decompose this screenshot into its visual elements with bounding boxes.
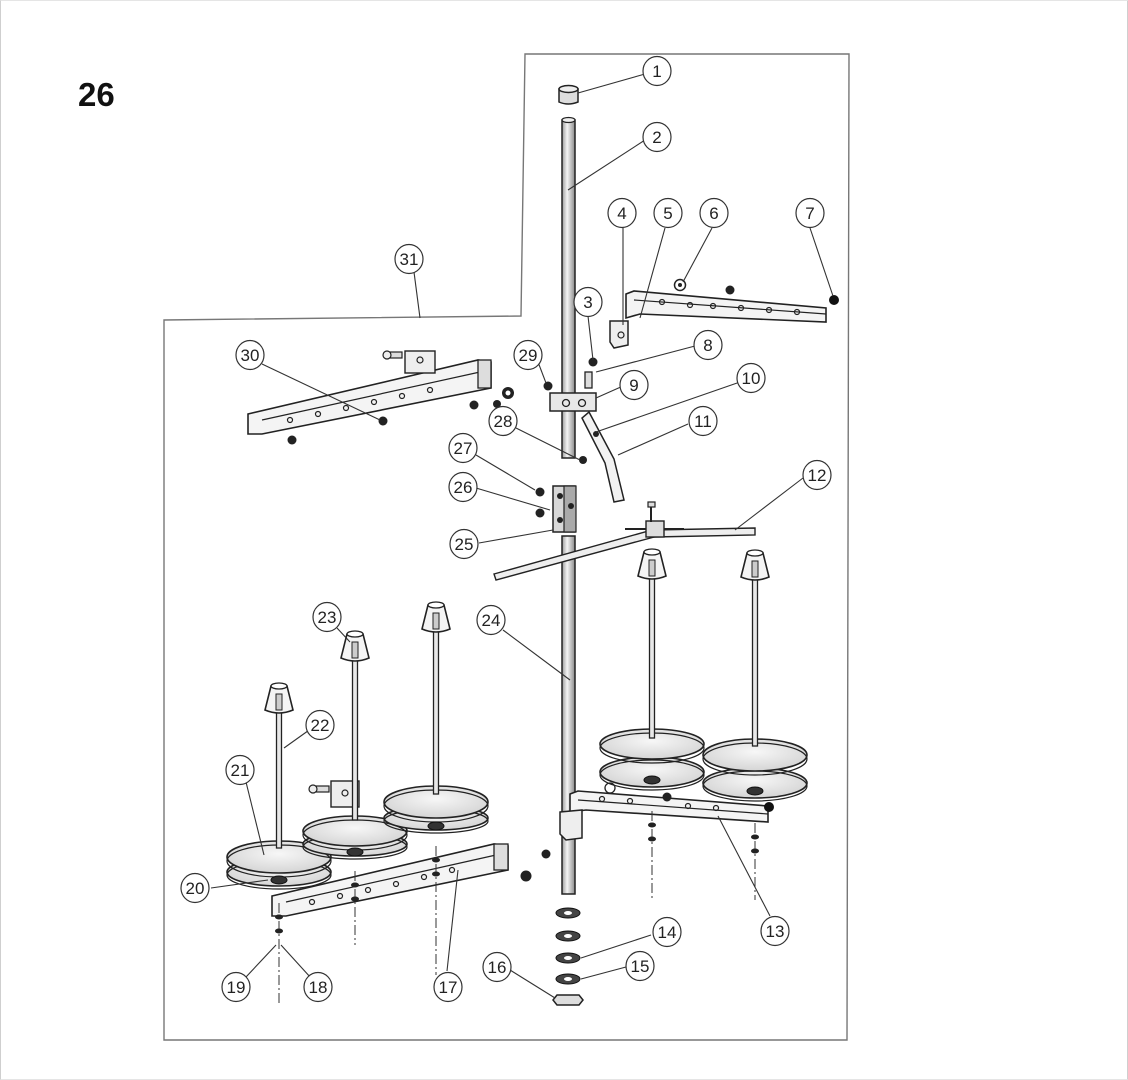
- callout-number: 5: [663, 204, 672, 223]
- callout-24: 24: [476, 604, 506, 636]
- spool-pin: [432, 624, 440, 795]
- callout-17: 17: [433, 971, 463, 1003]
- callout-7: 7: [795, 197, 825, 229]
- callout-20: 20: [180, 872, 210, 904]
- callout-9: 9: [619, 369, 649, 401]
- upper-right-arm: [609, 278, 839, 349]
- lower-right-arm: [559, 782, 774, 841]
- callout-number: 1: [652, 62, 661, 81]
- callout-18: 18: [303, 971, 333, 1003]
- callout-number: 28: [494, 412, 513, 431]
- upper-left-arm: [247, 350, 514, 445]
- callout-15: 15: [625, 950, 655, 982]
- spool-holder: [226, 682, 332, 1005]
- callout-number: 14: [658, 923, 677, 942]
- spool-pin: [648, 571, 656, 739]
- callout-14: 14: [652, 916, 682, 948]
- callout-number: 2: [652, 128, 661, 147]
- guide-rod: [581, 410, 625, 503]
- callout-number: 30: [241, 346, 260, 365]
- page-number: 26: [78, 76, 115, 113]
- callout-2: 2: [642, 121, 672, 153]
- callout-31: 31: [394, 243, 424, 275]
- spool-pin: [275, 705, 283, 849]
- callout-number: 31: [400, 250, 419, 269]
- callout-number: 19: [227, 978, 246, 997]
- callout-number: 18: [309, 978, 328, 997]
- callout-8: 8: [693, 329, 723, 361]
- spool-pin: [351, 653, 359, 821]
- callout-22: 22: [305, 709, 335, 741]
- callout-1: 1: [642, 55, 672, 87]
- callout-11: 11: [688, 405, 718, 437]
- callout-number: 16: [488, 958, 507, 977]
- spool-holder: [302, 630, 408, 945]
- spool-holder: [702, 549, 808, 900]
- callout-number: 17: [439, 978, 458, 997]
- callout-5: 5: [653, 197, 683, 229]
- callout-21: 21: [225, 754, 255, 786]
- callout-19: 19: [221, 971, 251, 1003]
- callout-30: 30: [235, 339, 265, 371]
- callout-number: 26: [454, 478, 473, 497]
- callout-number: 7: [805, 204, 814, 223]
- callout-number: 11: [694, 412, 712, 431]
- callout-number: 3: [583, 293, 592, 312]
- callout-number: 13: [766, 922, 785, 941]
- callout-number: 23: [318, 608, 337, 627]
- pole-sleeve: [552, 485, 577, 533]
- callout-26: 26: [448, 471, 478, 503]
- callout-29: 29: [513, 339, 543, 371]
- callout-10: 10: [736, 362, 766, 394]
- callout-number: 9: [629, 376, 638, 395]
- callout-number: 6: [709, 204, 718, 223]
- callout-25: 25: [449, 528, 479, 560]
- callout-23: 23: [312, 601, 342, 633]
- callout-number: 8: [703, 336, 712, 355]
- callout-28: 28: [488, 405, 518, 437]
- assembly-outline: [163, 53, 850, 1041]
- callout-number: 10: [742, 369, 761, 388]
- spool-holder: [383, 601, 489, 975]
- callout-27: 27: [448, 432, 478, 464]
- cross-rod-antenna: [493, 501, 756, 581]
- callout-number: 24: [482, 611, 501, 630]
- callout-16: 16: [482, 951, 512, 983]
- callout-12: 12: [802, 459, 832, 491]
- spool-holders: [226, 548, 808, 1005]
- base-hardware-stack: [552, 907, 584, 1006]
- callout-number: 22: [311, 716, 330, 735]
- callout-number: 29: [519, 346, 538, 365]
- callout-number: 27: [454, 439, 473, 458]
- callout-6: 6: [699, 197, 729, 229]
- leader-lines: [210, 73, 834, 999]
- callout-number: 25: [455, 535, 474, 554]
- callout-number: 15: [631, 957, 650, 976]
- callout-4: 4: [607, 197, 637, 229]
- pole-clamp-block: [549, 371, 597, 412]
- callout-13: 13: [760, 915, 790, 947]
- lower-left-arm: [271, 780, 551, 917]
- spool-holder: [599, 548, 705, 900]
- callout-3: 3: [573, 286, 603, 318]
- callout-number: 12: [808, 466, 827, 485]
- callout-number: 21: [231, 761, 250, 780]
- callout-number: 20: [186, 879, 205, 898]
- callout-number: 4: [617, 204, 626, 223]
- spool-pin: [751, 572, 759, 747]
